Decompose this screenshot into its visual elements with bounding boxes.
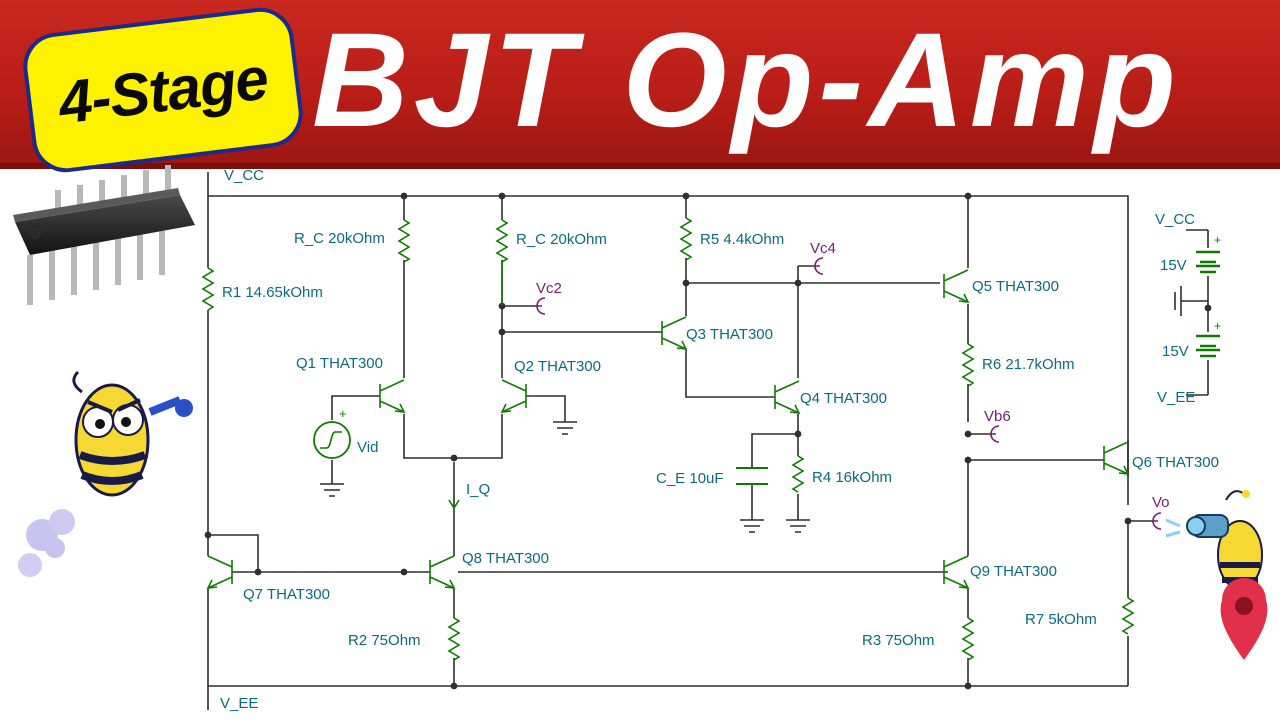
bee-with-binoculars-icon: [1165, 490, 1268, 660]
vc4-probe: [814, 257, 824, 275]
page-title: BJT Op-Amp: [312, 6, 1181, 155]
vc4-label: Vc4: [810, 240, 836, 257]
probe-labels: Vc2 Vc4 Vb6 Vo: [536, 240, 1170, 511]
junction-dots: [204, 192, 1132, 690]
banner-shadow: [0, 163, 1280, 169]
vee-rail-label: V_EE: [220, 695, 258, 712]
r6-resistor: [961, 343, 975, 387]
q2-transistor-symbol: [500, 379, 527, 413]
vid-label: Vid: [357, 439, 378, 456]
supply-vcc-label: V_CC: [1155, 211, 1195, 228]
ce-label: C_E 10uF: [656, 470, 724, 487]
r4-resistor: [791, 455, 805, 493]
supply-vee-label: V_EE: [1157, 389, 1195, 406]
probe-symbols: [536, 257, 1162, 530]
q9-transistor-symbol: [943, 555, 970, 589]
r5-label: R5 4.4kOhm: [700, 231, 784, 248]
r5-resistor: [679, 217, 693, 261]
ic-chip-icon: [13, 165, 195, 305]
q1-label: Q1 THAT300: [296, 355, 383, 372]
r1-label: R1 14.65kOhm: [222, 284, 323, 301]
q3-label: Q3 THAT300: [686, 326, 773, 343]
q8-label: Q8 THAT300: [462, 550, 549, 567]
vb6-probe: [990, 425, 1000, 443]
q5-label: Q5 THAT300: [972, 278, 1059, 295]
rc1-resistor: [397, 219, 411, 263]
vc2-probe: [536, 297, 546, 315]
q6-label: Q6 THAT300: [1132, 454, 1219, 471]
rc1-label: R_C 20kOhm: [294, 230, 385, 247]
battery-1-plus: +: [1214, 233, 1221, 247]
q8-transistor-symbol: [429, 555, 456, 589]
r4-label: R4 16kOhm: [812, 469, 892, 486]
iq-current-arrow: [448, 499, 460, 510]
r2-resistor: [447, 617, 461, 661]
iq-label: I_Q: [466, 481, 490, 498]
q7-transistor-symbol: [206, 555, 233, 589]
r1-resistor: [201, 267, 215, 311]
labels: V_CC V_EE R1 14.65kOhm R_C 20kOhm R_C 20…: [220, 167, 1219, 712]
q4-transistor-symbol: [774, 380, 801, 414]
q9-label: Q9 THAT300: [970, 563, 1057, 580]
transistor-symbols: [206, 269, 1130, 589]
r7-resistor: [1121, 597, 1135, 635]
q3-transistor-symbol: [661, 316, 688, 350]
battery-1-label: 15V: [1160, 257, 1187, 274]
r3-resistor: [961, 617, 975, 661]
battery-2-plus: +: [1214, 319, 1221, 333]
battery-plus-signs: + +: [1214, 233, 1221, 333]
battery-2-label: 15V: [1162, 343, 1189, 360]
vid-plus-sign: +: [339, 406, 347, 421]
r2-label: R2 75Ohm: [348, 632, 421, 649]
vo-label: Vo: [1152, 494, 1170, 511]
r3-label: R3 75Ohm: [862, 632, 935, 649]
q7-label: Q7 THAT300: [243, 586, 330, 603]
q5-transistor-symbol: [943, 269, 970, 303]
q4-label: Q4 THAT300: [800, 390, 887, 407]
q6-transistor-symbol: [1103, 441, 1130, 475]
r7-label: R7 5kOhm: [1025, 611, 1097, 628]
ground-symbols: [320, 286, 1208, 533]
resistor-symbols: [201, 217, 1135, 661]
vcc-rail-label: V_CC: [224, 167, 264, 184]
wires: [207, 172, 1154, 710]
q1-transistor-symbol: [379, 379, 406, 413]
rc2-label: R_C 20kOhm: [516, 231, 607, 248]
vb6-label: Vb6: [984, 408, 1011, 425]
flying-bee-mascot-icon: [18, 370, 193, 577]
vc2-label: Vc2: [536, 280, 562, 297]
q2-label: Q2 THAT300: [514, 358, 601, 375]
capacitor-ce-symbol: [736, 467, 768, 485]
supply-batteries: [1186, 229, 1220, 396]
r6-label: R6 21.7kOhm: [982, 356, 1075, 373]
vid-source-symbol: [313, 421, 351, 459]
rc2-resistor: [495, 219, 509, 305]
vo-probe: [1152, 512, 1162, 530]
